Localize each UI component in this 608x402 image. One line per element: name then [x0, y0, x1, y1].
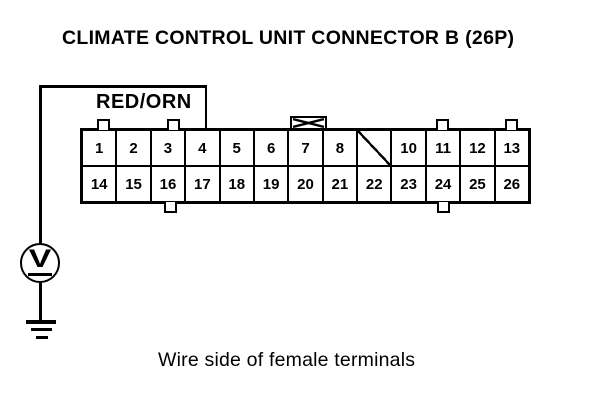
keying-tab-icon	[289, 116, 327, 130]
pin-23: 23	[391, 166, 426, 202]
pin-17: 17	[185, 166, 220, 202]
pin-22: 22	[357, 166, 392, 202]
pin-1: 1	[82, 130, 117, 166]
pin-8: 8	[322, 130, 358, 166]
pin-6: 6	[253, 130, 289, 166]
index-tab-icon	[167, 119, 180, 130]
voltmeter-underline	[28, 272, 52, 276]
voltmeter-icon: V	[20, 243, 60, 283]
index-tab-icon	[97, 119, 110, 130]
pin-7: 7	[288, 130, 323, 166]
index-tab-icon	[437, 202, 450, 213]
wire-color-label: RED/ORN	[96, 91, 192, 113]
pin-18: 18	[219, 166, 254, 202]
pin-slot-blocked	[357, 130, 392, 166]
index-tab-icon	[505, 119, 518, 130]
pin-5: 5	[219, 130, 254, 166]
wire-segment-vertical-left	[39, 85, 42, 245]
pin-19: 19	[253, 166, 289, 202]
diagram-title: CLIMATE CONTROL UNIT CONNECTOR B (26P)	[62, 27, 515, 49]
index-tab-icon	[164, 202, 177, 213]
pin-2: 2	[116, 130, 151, 166]
pin-26: 26	[494, 166, 529, 202]
wire-segment-to-ground	[39, 283, 42, 322]
pin-11: 11	[425, 130, 461, 166]
pin-15: 15	[116, 166, 151, 202]
pin-20: 20	[288, 166, 323, 202]
wire-segment-vertical-to-pin	[204, 85, 207, 130]
voltmeter-label: V	[28, 245, 52, 273]
index-tab-icon	[436, 119, 449, 130]
pin-24: 24	[425, 166, 461, 202]
pin-12: 12	[460, 130, 495, 166]
pin-25: 25	[460, 166, 495, 202]
pin-14: 14	[82, 166, 117, 202]
pin-13: 13	[494, 130, 529, 166]
pin-10: 10	[391, 130, 426, 166]
pin-21: 21	[322, 166, 358, 202]
pin-16: 16	[150, 166, 186, 202]
pin-3: 3	[150, 130, 186, 166]
wire-segment-horizontal	[39, 85, 207, 88]
caption: Wire side of female terminals	[158, 349, 416, 371]
pin-4: 4	[185, 130, 220, 166]
